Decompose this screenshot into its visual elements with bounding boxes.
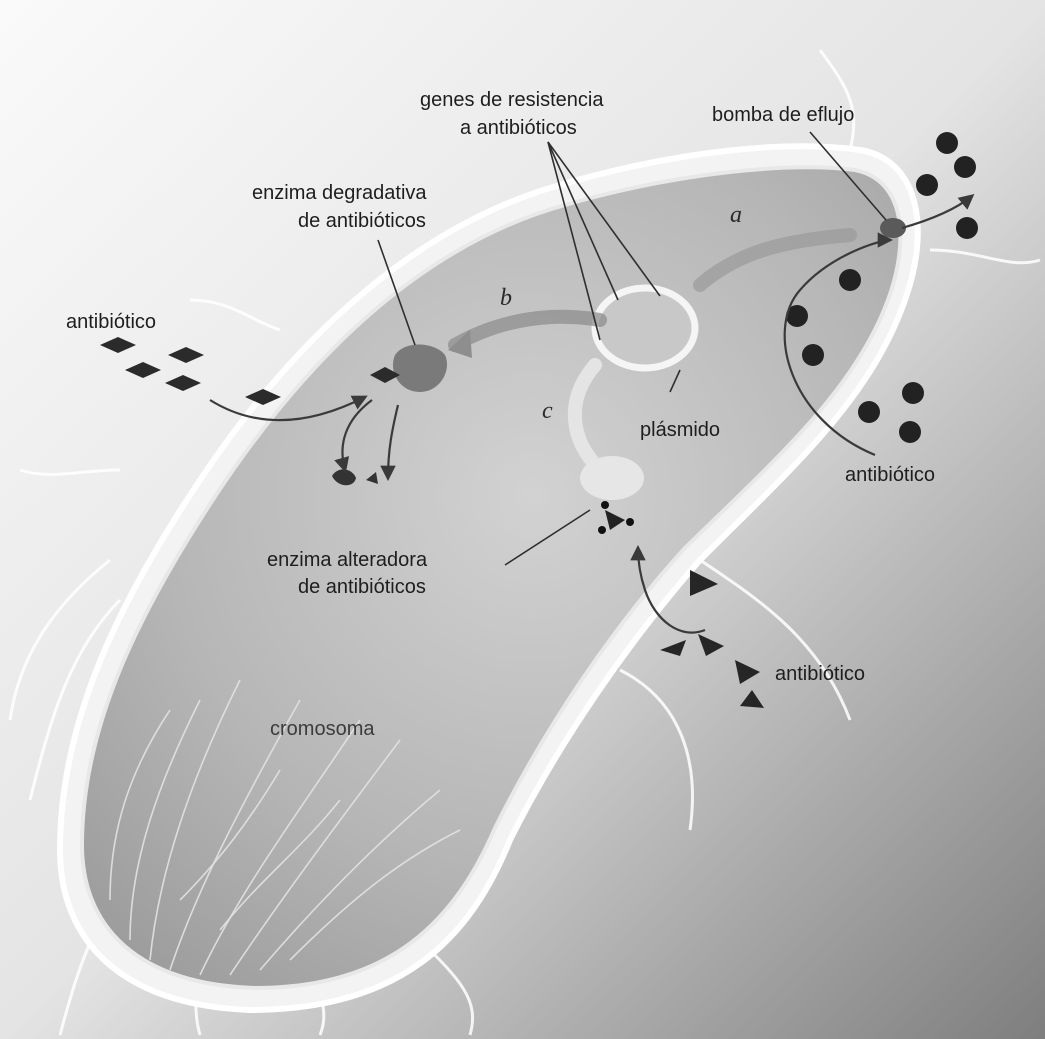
plasmid-label: plásmido bbox=[640, 419, 720, 441]
pathway-letter-b: b bbox=[500, 285, 512, 311]
altering-enzyme bbox=[580, 456, 644, 500]
genes-label-line2: a antibióticos bbox=[460, 117, 577, 139]
antibiotic-label-left: antibiótico bbox=[66, 311, 156, 333]
degrading-enzyme-label-line2: de antibióticos bbox=[298, 210, 426, 232]
degrading-enzyme-label-line1: enzima degradativa bbox=[252, 182, 427, 204]
altering-enzyme-label-line2: de antibióticos bbox=[298, 576, 426, 598]
antibiotic-label-right: antibiótico bbox=[845, 464, 935, 486]
pathway-letter-a: a bbox=[730, 202, 742, 228]
antibiotic-label-bottom: antibiótico bbox=[775, 663, 865, 685]
altering-enzyme-label-line1: enzima alteradora bbox=[267, 549, 428, 571]
genes-label-line1: genes de resistencia bbox=[420, 89, 604, 111]
chromosome-label: cromosoma bbox=[270, 718, 375, 740]
efflux-pump-label: bomba de eflujo bbox=[712, 104, 854, 126]
pathway-letter-c: c bbox=[542, 398, 553, 424]
plasmid-ring bbox=[595, 288, 695, 368]
